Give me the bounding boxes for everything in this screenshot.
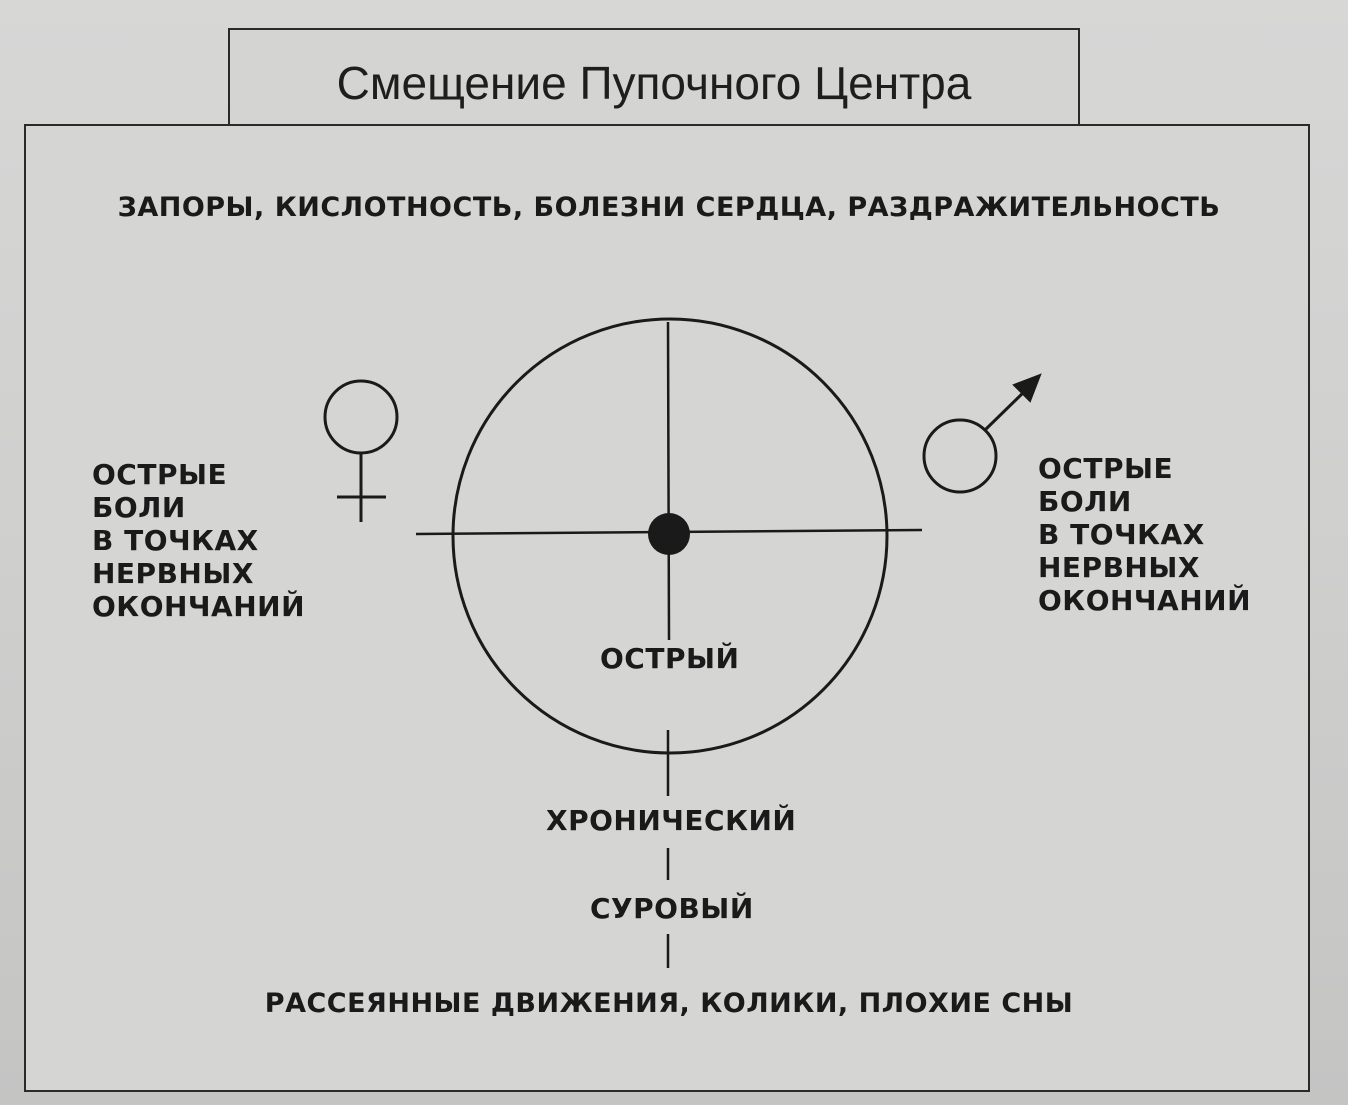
navel-center-dot [648, 513, 690, 555]
title-box: Смещение Пупочного Центра [228, 28, 1080, 140]
chronic-label: ХРОНИЧЕСКИЙ [546, 804, 797, 837]
venus-icon [323, 379, 399, 522]
diagram-frame [24, 124, 1310, 1092]
left-symptoms-label: ОСТРЫЕ БОЛИ В ТОЧКАХ НЕРВНЫХ ОКОНЧАНИЙ [92, 458, 306, 623]
navel-circle [451, 317, 889, 755]
bottom-symptoms-label: РАССЕЯННЫЕ ДВИЖЕНИЯ, КОЛИКИ, ПЛОХИЕ СНЫ [264, 988, 1074, 1019]
right-symptoms-label: ОСТРЫЕ БОЛИ В ТОЧКАХ НЕРВНЫХ ОКОНЧАНИЙ [1038, 452, 1252, 617]
vertical-axis-top [666, 321, 671, 641]
mars-icon [922, 373, 1042, 494]
severe-label: СУРОВЫЙ [590, 892, 754, 925]
diagram-title: Смещение Пупочного Центра [336, 57, 972, 109]
top-symptoms-label: ЗАПОРЫ, КИСЛОТНОСТЬ, БОЛЕЗНИ СЕРДЦА, РАЗ… [117, 192, 1221, 223]
acute-label: ОСТРЫЙ [600, 642, 740, 675]
